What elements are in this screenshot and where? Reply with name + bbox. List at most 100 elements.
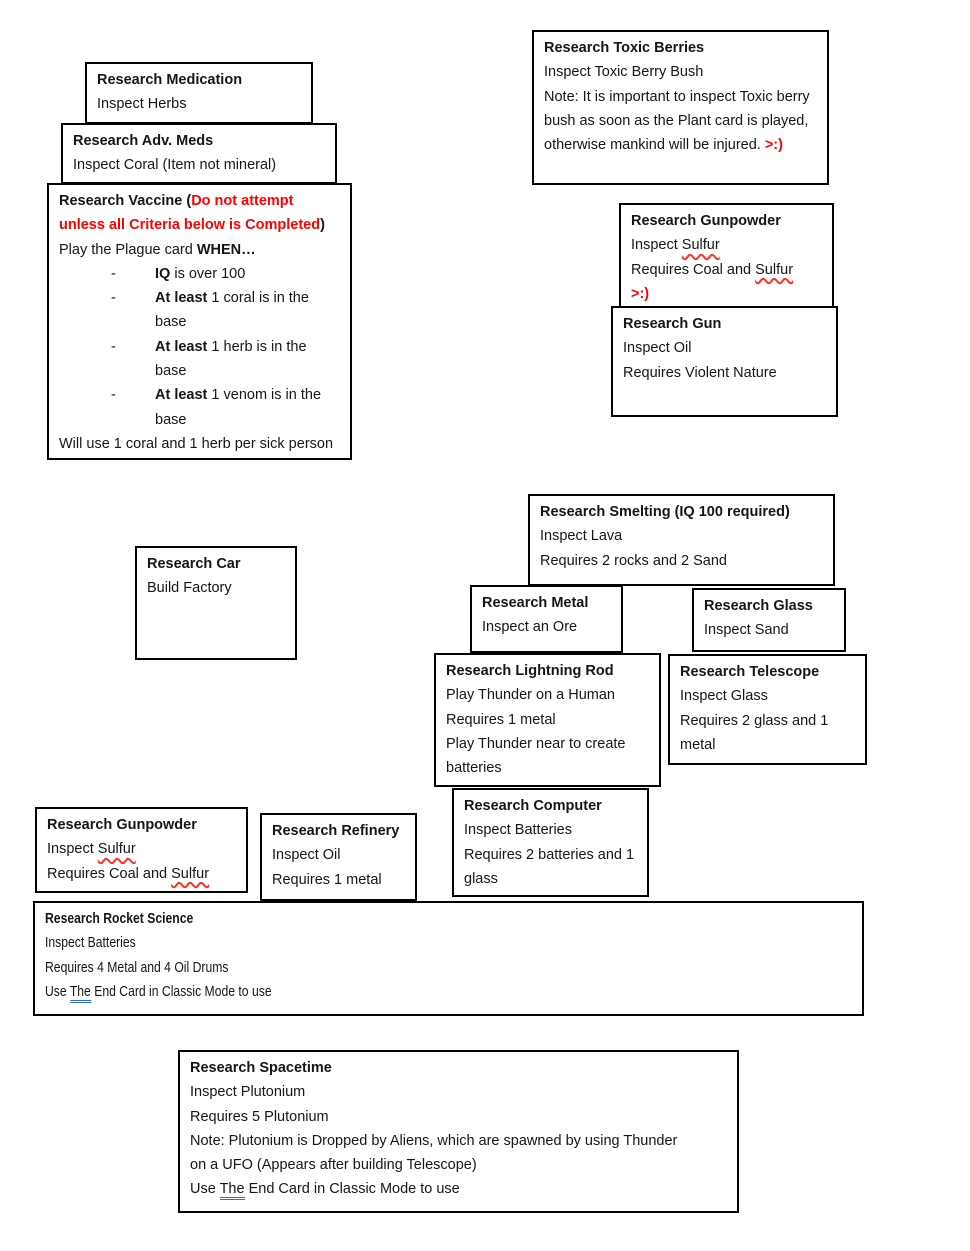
- textbox-research-toxic-berries[interactable]: Research Toxic Berries Inspect Toxic Ber…: [532, 30, 829, 185]
- bullet-bold: At least: [155, 290, 208, 307]
- box-line: Inspect Batteries: [464, 822, 572, 839]
- box-title: Research Rocket Science: [45, 911, 194, 927]
- box-line: Inspect Sulfur: [47, 837, 237, 861]
- box-line: Requires Coal and Sulfur: [47, 862, 237, 886]
- box-line: Inspect Glass: [680, 688, 768, 705]
- bullet-item: - At least 1 coral is in the base: [59, 286, 341, 335]
- play-when: WHEN…: [196, 241, 256, 258]
- line-text: End Card in Classic Mode to use: [90, 983, 272, 1000]
- box-line: Requires 2 glass and 1 metal: [680, 712, 829, 753]
- box-line: Requires 1 metal: [272, 871, 382, 888]
- box-line: Play the Plague card WHEN…: [59, 238, 341, 262]
- box-note: Note: It is important to inspect Toxic b…: [544, 85, 818, 158]
- bullet-bold: IQ: [155, 265, 171, 282]
- box-line: Inspect Plutonium: [190, 1084, 306, 1101]
- box-line: Requires Coal and Sulfur: [631, 258, 823, 282]
- misspelled-word: Sulfur: [97, 841, 136, 858]
- box-line: Requires 5 Plutonium: [190, 1108, 329, 1125]
- box-title: Research Refinery: [272, 823, 400, 839]
- title-suffix: ): [320, 217, 325, 234]
- line-text: Inspect: [47, 841, 98, 858]
- evil-smiley: >:): [764, 137, 783, 154]
- line-text: Requires Coal and: [631, 261, 756, 278]
- box-line: Requires 1 metal: [446, 711, 556, 728]
- textbox-research-car[interactable]: Research Car Build Factory: [135, 546, 297, 660]
- box-line: Inspect Oil: [272, 847, 341, 864]
- box-line: Inspect an Ore: [482, 619, 578, 636]
- textbox-research-gunpowder-left[interactable]: Research Gunpowder Inspect Sulfur Requir…: [35, 807, 248, 893]
- box-title: Research Smelting (IQ 100 required): [540, 504, 790, 520]
- textbox-research-vaccine[interactable]: Research Vaccine (Do not attempt unless …: [47, 183, 352, 460]
- box-line: Inspect Coral (Item not mineral): [73, 157, 277, 174]
- bullet-dash: -: [111, 290, 116, 307]
- box-line: Build Factory: [147, 580, 232, 597]
- grammar-flagged-word: The: [69, 983, 91, 1003]
- title-prefix: Research Vaccine (: [59, 193, 192, 209]
- textbox-research-medication[interactable]: Research Medication Inspect Herbs: [85, 62, 313, 124]
- box-line: Requires Violent Nature: [623, 364, 777, 381]
- box-line: Inspect Sand: [704, 622, 789, 639]
- bullet-text: 1 herb is in the base: [155, 338, 307, 380]
- bullet-dash: -: [111, 265, 116, 282]
- textbox-research-spacetime[interactable]: Research Spacetime Inspect Plutonium Req…: [178, 1050, 739, 1213]
- box-title: Research Telescope: [680, 664, 820, 680]
- box-title: Research Toxic Berries: [544, 40, 705, 56]
- box-line: Use The End Card in Classic Mode to use: [45, 980, 724, 1004]
- box-title: Research Metal: [482, 595, 589, 611]
- textbox-research-gunpowder-right[interactable]: Research Gunpowder Inspect Sulfur Requir…: [619, 203, 834, 309]
- box-title: Research Gun: [623, 316, 722, 332]
- bullet-item: -At least 1 herb is in the base: [59, 335, 341, 384]
- box-title: Research Adv. Meds: [73, 133, 214, 149]
- bullet-bold: At least: [155, 338, 208, 355]
- bullet-dash: -: [111, 387, 116, 404]
- box-line: Requires 4 Metal and 4 Oil Drums: [45, 959, 229, 976]
- misspelled-word: Sulfur: [681, 237, 720, 254]
- box-line: Inspect Oil: [623, 340, 692, 357]
- box-line: Inspect Sulfur: [631, 233, 823, 257]
- bullet-text: is over 100: [170, 265, 246, 282]
- misspelled-word: Sulfur: [171, 865, 210, 882]
- box-line: Inspect Lava: [540, 528, 623, 545]
- textbox-research-rocket-science[interactable]: Research Rocket Science Inspect Batterie…: [33, 901, 864, 1016]
- box-title: Research Medication: [97, 72, 243, 88]
- box-line: Inspect Toxic Berry Bush: [544, 64, 704, 81]
- box-title: Research Gunpowder: [631, 213, 781, 229]
- misspelled-word: Sulfur: [755, 261, 794, 278]
- box-title: Research Gunpowder: [47, 817, 197, 833]
- textbox-research-metal[interactable]: Research Metal Inspect an Ore: [470, 585, 623, 653]
- note-text: Note: It is important to inspect Toxic b…: [544, 88, 810, 154]
- textbox-research-adv-meds[interactable]: Research Adv. Meds Inspect Coral (Item n…: [61, 123, 337, 184]
- textbox-research-refinery[interactable]: Research Refinery Inspect Oil Requires 1…: [260, 813, 417, 901]
- box-line: Play Thunder near to create batteries: [446, 735, 626, 777]
- box-line: Inspect Batteries: [45, 935, 136, 952]
- warning-text: Do not attempt unless all Criteria below…: [59, 193, 321, 234]
- bullet-text: 1 coral is in the base: [155, 290, 309, 331]
- box-title: Research Car: [147, 556, 241, 572]
- box-line: Inspect Herbs: [97, 96, 187, 113]
- box-line: Requires 2 rocks and 2 Sand: [540, 552, 727, 569]
- textbox-research-smelting[interactable]: Research Smelting (IQ 100 required) Insp…: [528, 494, 835, 586]
- bullet-bold: At least: [155, 387, 208, 404]
- textbox-research-gun[interactable]: Research Gun Inspect Oil Requires Violen…: [611, 306, 838, 417]
- textbox-research-telescope[interactable]: Research Telescope Inspect Glass Require…: [668, 654, 867, 765]
- play-prefix: Play the Plague card: [59, 241, 197, 258]
- box-line: Use The End Card in Classic Mode to use: [190, 1177, 728, 1201]
- evil-smiley: >:): [631, 285, 650, 302]
- textbox-research-glass[interactable]: Research Glass Inspect Sand: [692, 588, 846, 652]
- textbox-research-lightning-rod[interactable]: Research Lightning Rod Play Thunder on a…: [434, 653, 661, 787]
- box-line: Will use 1 coral and 1 herb per sick per…: [59, 435, 334, 452]
- bullet-item: - IQ is over 100: [59, 262, 341, 286]
- grammar-flagged-word: The: [219, 1181, 245, 1201]
- line-text: Use: [45, 983, 70, 1000]
- line-text: End Card in Classic Mode to use: [244, 1181, 460, 1198]
- box-line: Requires 2 batteries and 1 glass: [464, 846, 635, 887]
- bullet-item: - At least 1 venom is in the base: [59, 383, 341, 432]
- textbox-research-computer[interactable]: Research Computer Inspect Batteries Requ…: [452, 788, 649, 897]
- box-title: Research Spacetime: [190, 1060, 332, 1076]
- line-text: Use: [190, 1181, 220, 1198]
- line-text: Inspect: [631, 237, 682, 254]
- bullet-text: 1 venom is in the base: [155, 387, 322, 428]
- box-title: Research Vaccine (Do not attempt unless …: [59, 189, 341, 238]
- box-line: Play Thunder on a Human: [446, 687, 616, 704]
